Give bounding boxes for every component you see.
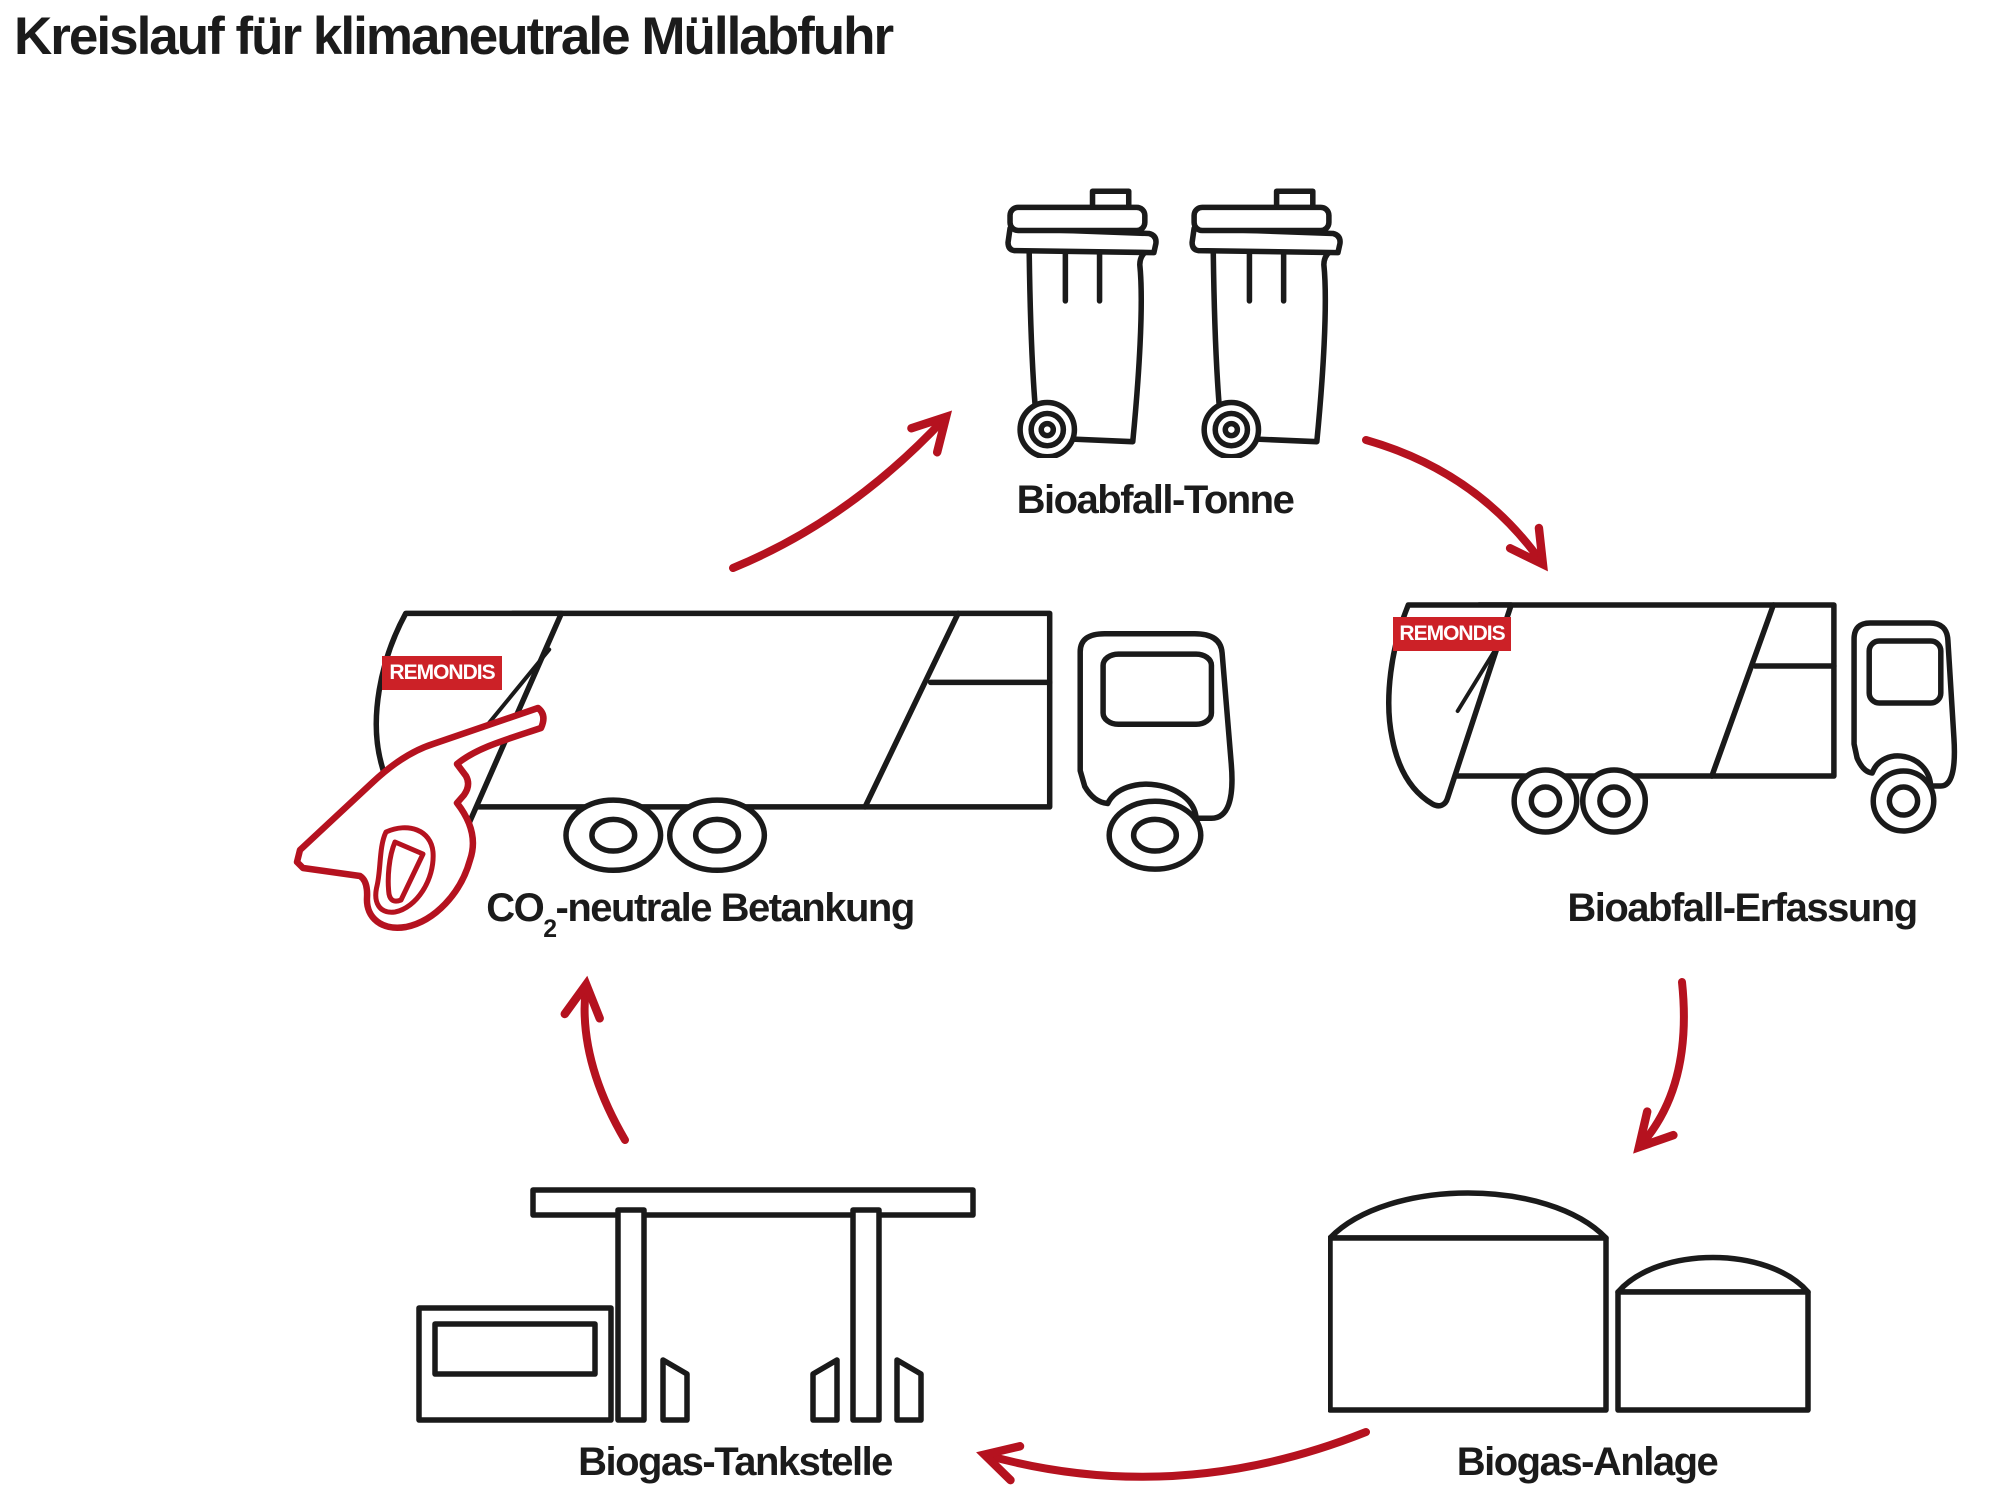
refuel-label-prefix: CO (486, 886, 545, 930)
waste-bins-icon (1002, 188, 1347, 458)
small-digester-dome (1615, 1254, 1811, 1295)
refuel-label-subscript: 2 (543, 915, 557, 943)
biogas-plant-icon (1328, 1190, 1811, 1413)
station-kiosk-window (432, 1321, 598, 1377)
station-pillar (615, 1207, 647, 1423)
cycle-arrow-collection-to-plant (1633, 978, 1688, 1154)
remondis-logo-badge: REMONDIS (382, 656, 502, 690)
waste-bin-icon (1192, 191, 1340, 457)
cycle-arrow-plant-to-station (976, 1428, 1370, 1485)
waste-bin-icon (1008, 191, 1156, 457)
remondis-logo-text: REMONDIS (389, 661, 495, 684)
small-digester-tank (1615, 1289, 1811, 1413)
page-title: Kreislauf für klimaneutrale Müllabfuhr (14, 7, 894, 66)
station-canopy (530, 1187, 976, 1218)
cycle-arrow-station-to-refuel (560, 975, 629, 1144)
gas-station-icon (416, 1187, 976, 1423)
fuel-pump (660, 1357, 690, 1423)
fuel-nozzle-icon (293, 704, 547, 931)
remondis-logo-badge: REMONDIS (1393, 617, 1511, 651)
large-digester-tank (1328, 1235, 1609, 1413)
cycle-arrow-refuel-to-bins (729, 410, 953, 572)
refuel-label-suffix: -neutrale Betankung (555, 886, 916, 930)
large-digester-dome (1328, 1190, 1609, 1241)
remondis-logo-text: REMONDIS (1399, 622, 1505, 645)
cycle-arrow-bins-to-collection (1362, 436, 1548, 572)
station-pillar (850, 1207, 882, 1423)
bins-label: Bioabfall-Tonne (1016, 478, 1295, 522)
fuel-pump (894, 1357, 924, 1423)
refuel-label: CO2-neutrale Betankung (486, 886, 916, 942)
fuel-pump (810, 1357, 840, 1423)
station-label: Biogas-Tankstelle (578, 1440, 893, 1484)
collection-label: Bioabfall-Erfassung (1567, 886, 1918, 930)
plant-label: Biogas-Anlage (1456, 1440, 1719, 1484)
